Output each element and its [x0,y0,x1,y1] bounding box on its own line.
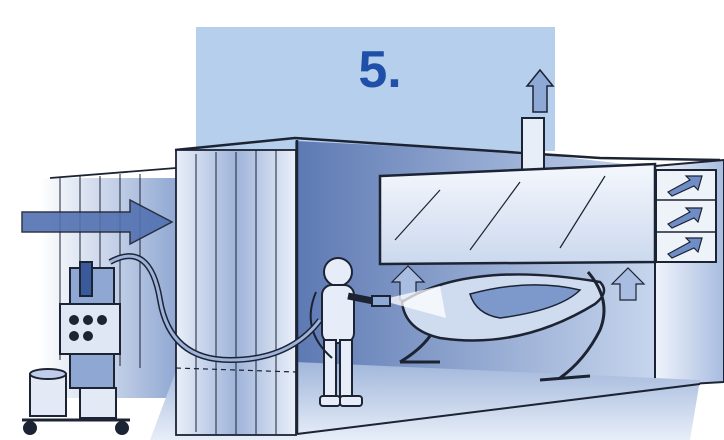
extraction-hood [380,164,716,264]
step-number: 5. [340,44,420,96]
paint-pump-cart [22,262,130,434]
booth-curtain [176,150,296,435]
